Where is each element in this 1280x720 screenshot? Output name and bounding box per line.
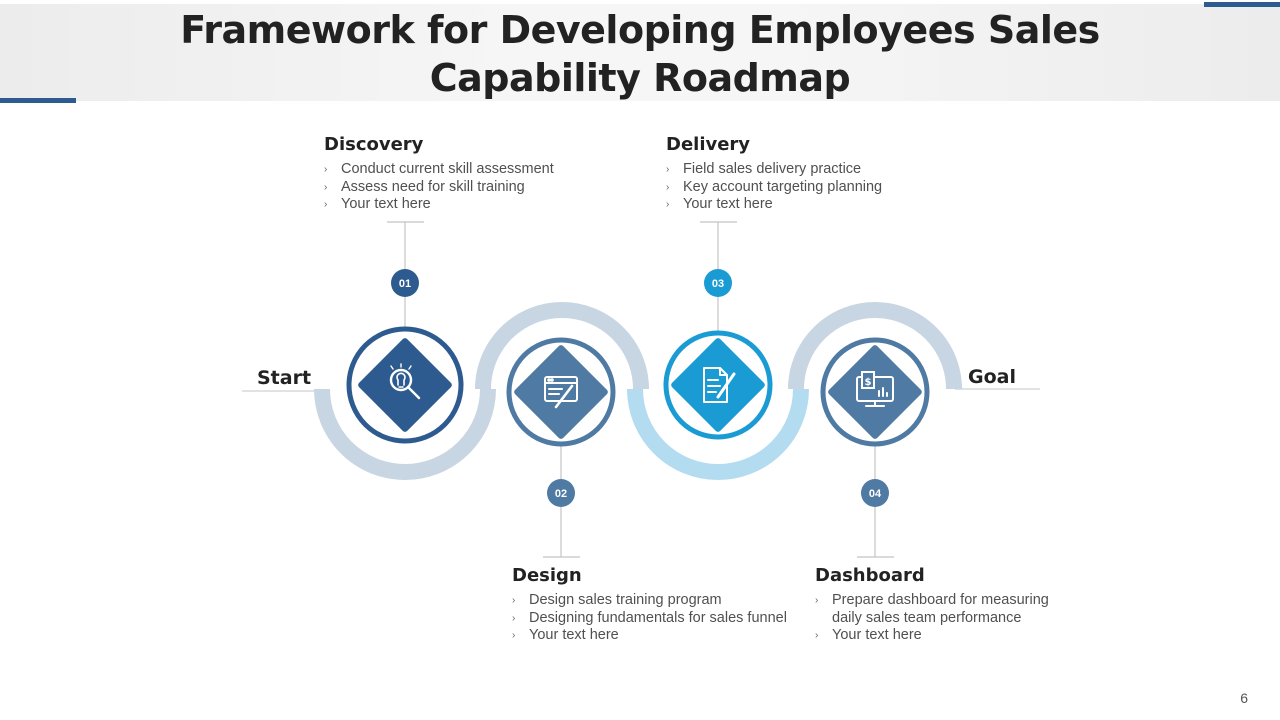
wave-arc-2: [475, 302, 649, 390]
step-diamond-04: [828, 345, 922, 439]
chevron-right-icon: ›: [512, 595, 516, 606]
bullet-item: ›Field sales delivery practice: [666, 161, 862, 177]
step-node-01: [346, 326, 464, 444]
bullet-item: ›Prepare dashboard for measuring daily s…: [815, 592, 1049, 626]
chevron-right-icon: ›: [815, 595, 819, 606]
step-block-discovery: Discovery ›Conduct current skill assessm…: [324, 134, 554, 214]
chevron-right-icon: ›: [512, 612, 516, 624]
bullet-item: ›Your text here: [324, 196, 431, 213]
chevron-right-icon: ›: [666, 181, 670, 193]
chevron-right-icon: ›: [324, 181, 328, 193]
step-number-02: 02: [555, 488, 567, 500]
bullet-list-design: ›Design sales training program ›Designin…: [512, 592, 787, 645]
bullet-item: ›Your text here: [666, 196, 773, 213]
step-node-03: [663, 330, 773, 440]
title-band: [0, 4, 1280, 101]
bullet-list-dashboard: ›Prepare dashboard for measuring daily s…: [815, 592, 1049, 645]
chevron-right-icon: ›: [512, 630, 516, 642]
step-block-design: Design ›Design sales training program ›D…: [512, 565, 787, 645]
chevron-right-icon: ›: [815, 630, 819, 642]
step-node-02: [506, 337, 616, 447]
step-diamond-01: [358, 338, 452, 432]
monitor-dollar-icon: $: [856, 371, 894, 407]
goal-label: Goal: [968, 366, 1016, 388]
chevron-right-icon: ›: [324, 164, 328, 175]
bullet-item: ›Key account targeting planning: [666, 178, 883, 195]
title-accent-bar-right: [1204, 2, 1280, 7]
step-number-badge-02: 02: [547, 479, 575, 507]
chevron-right-icon: ›: [666, 199, 670, 211]
step-title-delivery: Delivery: [666, 134, 751, 155]
page-number: 6: [1240, 690, 1248, 706]
step-title-discovery: Discovery: [324, 134, 424, 155]
title-accent-bar-left: [0, 98, 76, 103]
step-node-04: $: [820, 337, 930, 447]
bullet-item: ›Designing fundamentals for sales funnel: [512, 609, 787, 626]
step-number-badge-04: 04: [861, 479, 889, 507]
step-number-badge-01: 01: [391, 269, 419, 297]
svg-text:$: $: [865, 377, 872, 388]
chevron-right-icon: ›: [324, 199, 328, 211]
bullet-list-discovery: ›Conduct current skill assessment ›Asses…: [324, 161, 554, 214]
step-title-design: Design: [512, 565, 582, 586]
step-number-04: 04: [869, 488, 882, 500]
bullet-item: ›Your text here: [512, 627, 619, 644]
bullet-item: ›Conduct current skill assessment: [324, 161, 554, 177]
bullet-item: ›Assess need for skill training: [324, 178, 525, 195]
document-pencil-icon: [703, 367, 736, 403]
bullet-item: ›Your text here: [815, 627, 922, 644]
wave-arc-1: [314, 388, 496, 480]
step-block-dashboard: Dashboard ›Prepare dashboard for measuri…: [815, 565, 1049, 645]
bullet-item: ›Design sales training program: [512, 592, 722, 608]
step-title-dashboard: Dashboard: [815, 565, 925, 586]
step-number-03: 03: [712, 278, 724, 290]
wave-arc-3: [627, 388, 809, 480]
step-number-01: 01: [399, 278, 411, 290]
step-block-delivery: Delivery ›Field sales delivery practice …: [666, 134, 882, 214]
step-number-badge-03: 03: [704, 269, 732, 297]
magnifier-lightbulb-icon: [389, 363, 421, 400]
start-label: Start: [257, 367, 312, 389]
bullet-list-delivery: ›Field sales delivery practice ›Key acco…: [666, 161, 882, 214]
step-diamond-02: [514, 345, 608, 439]
browser-pen-icon: [544, 376, 578, 409]
wave-arc-4: [788, 302, 962, 390]
chevron-right-icon: ›: [666, 164, 670, 175]
page-title: Framework for Developing Employees Sales…: [180, 8, 1100, 100]
